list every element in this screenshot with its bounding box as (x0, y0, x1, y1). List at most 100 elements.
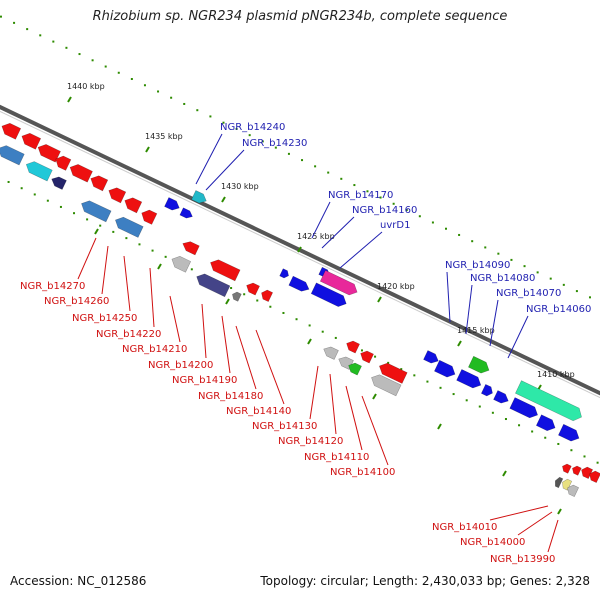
scale-dot (295, 318, 298, 321)
reverse-gene-arrow (323, 346, 339, 360)
forward-gene-arrow (535, 414, 556, 431)
scale-dot (431, 221, 434, 224)
scale-dot (91, 59, 94, 62)
scale-tick-label: 1435 kbp (145, 132, 183, 141)
scale-dot (282, 311, 285, 314)
forward-gene-arrow (179, 207, 193, 219)
reverse-gene-arrow (25, 161, 53, 182)
reverse-gene-leader (345, 385, 363, 451)
forward-gene-arrow-shape (279, 268, 289, 279)
scale-dot (20, 187, 23, 190)
scale-dot (413, 374, 416, 377)
forward-gene-arrow (481, 384, 493, 397)
forward-gene-arrow (558, 423, 580, 442)
scale-dot (465, 399, 468, 402)
scale-tick-label: 1425 kbp (297, 232, 335, 241)
reverse-gene-arrow-shape (581, 466, 593, 479)
forward-gene-leader (507, 315, 529, 359)
forward-gene-arrow-shape (558, 423, 580, 442)
scale-dot (374, 355, 377, 358)
reverse-gene-leader (255, 329, 285, 405)
reverse-gene-arrow-shape (108, 187, 127, 204)
scale-dot (157, 90, 160, 93)
scale-dot (112, 230, 115, 233)
reverse-gene-arrow-shape (81, 200, 112, 223)
reverse-gene-arrow (555, 476, 564, 489)
scale-tick-label: 1440 kbp (67, 82, 105, 91)
scale-dot (0, 15, 2, 18)
scale-dot (497, 252, 500, 255)
reverse-gene-label: NGR_b14000 (460, 537, 525, 548)
reverse-gene-arrow-shape (25, 161, 53, 182)
scale-dot (549, 277, 552, 280)
forward-gene-leader (311, 201, 331, 239)
forward-gene-arrow-shape (423, 350, 439, 364)
forward-gene-label: NGR_b14230 (242, 138, 307, 149)
forward-gene-arrow-shape (468, 355, 490, 374)
forward-gene-arrow-shape (481, 384, 493, 397)
forward-gene-arrow-shape (493, 390, 509, 404)
scale-dot (39, 34, 42, 37)
scale-dot (418, 215, 421, 218)
scale-dot (196, 109, 199, 112)
scale-dot (301, 159, 304, 162)
reverse-gene-leader (123, 255, 131, 312)
reverse-gene-arrow-shape (182, 241, 200, 256)
reverse-gene-arrow-shape (210, 259, 241, 282)
scale-dot (59, 205, 62, 208)
scale-dot (510, 258, 513, 261)
scale-dot (387, 361, 390, 364)
scale-tick-label: 1415 kbp (457, 326, 495, 335)
scale-dot (353, 184, 356, 187)
forward-gene-arrow (288, 275, 310, 292)
map-title: Rhizobium sp. NGR234 plasmid pNGR234b, c… (92, 9, 508, 24)
reverse-gene-arrow (90, 175, 109, 192)
reverse-gene-label: NGR_b14270 (20, 281, 85, 292)
reverse-gene-arrow (1, 123, 22, 140)
forward-gene-label: uvrD1 (380, 220, 410, 231)
scale-dot (366, 190, 369, 193)
forward-gene-label: NGR_b14090 (445, 260, 510, 271)
reverse-gene-leader (77, 237, 97, 280)
reverse-gene-label: NGR_b14110 (304, 452, 369, 463)
scale-dot (523, 265, 526, 268)
scale-dot (7, 180, 10, 183)
forward-gene-leader (205, 149, 245, 191)
reverse-gene-arrow-shape (21, 133, 42, 150)
scale-tick (67, 96, 72, 103)
reverse-gene-arrow (196, 273, 231, 298)
forward-gene-arrow (319, 270, 358, 296)
scale-dot (164, 255, 167, 258)
reverse-gene-arrow-shape (51, 176, 67, 190)
scale-dot (209, 115, 212, 118)
reverse-gene-arrow (379, 362, 408, 384)
forward-gene-arrow (279, 268, 289, 279)
reverse-gene-leader (329, 373, 337, 435)
forward-gene-arrow-shape (434, 359, 456, 378)
reverse-gene-arrow-shape (124, 197, 143, 214)
reverse-gene-arrow (581, 466, 593, 479)
reverse-gene-arrow-shape (371, 374, 402, 397)
reverse-gene-arrow (371, 374, 402, 397)
scale-tick (437, 423, 442, 430)
forward-gene-label: NGR_b14070 (496, 288, 561, 299)
scale-dot (26, 28, 29, 31)
scale-dot (426, 380, 429, 383)
plasmid-backbone-shadow (0, 110, 600, 399)
scale-dot (570, 449, 573, 452)
scale-dot (445, 227, 448, 230)
reverse-gene-arrow (108, 187, 127, 204)
scale-dot (405, 209, 408, 212)
scale-tick (145, 146, 150, 153)
reverse-gene-label: NGR_b14220 (96, 329, 161, 340)
reverse-gene-label: NGR_b14260 (44, 296, 109, 307)
forward-gene-leader (321, 216, 355, 249)
reverse-gene-label: NGR_b14100 (330, 467, 395, 478)
scale-tick (221, 196, 226, 203)
scale-dot (138, 243, 141, 246)
reverse-gene-arrow (0, 145, 25, 166)
scale-tick (225, 298, 230, 305)
scale-dot (151, 249, 154, 252)
reverse-gene-leader (201, 303, 207, 359)
